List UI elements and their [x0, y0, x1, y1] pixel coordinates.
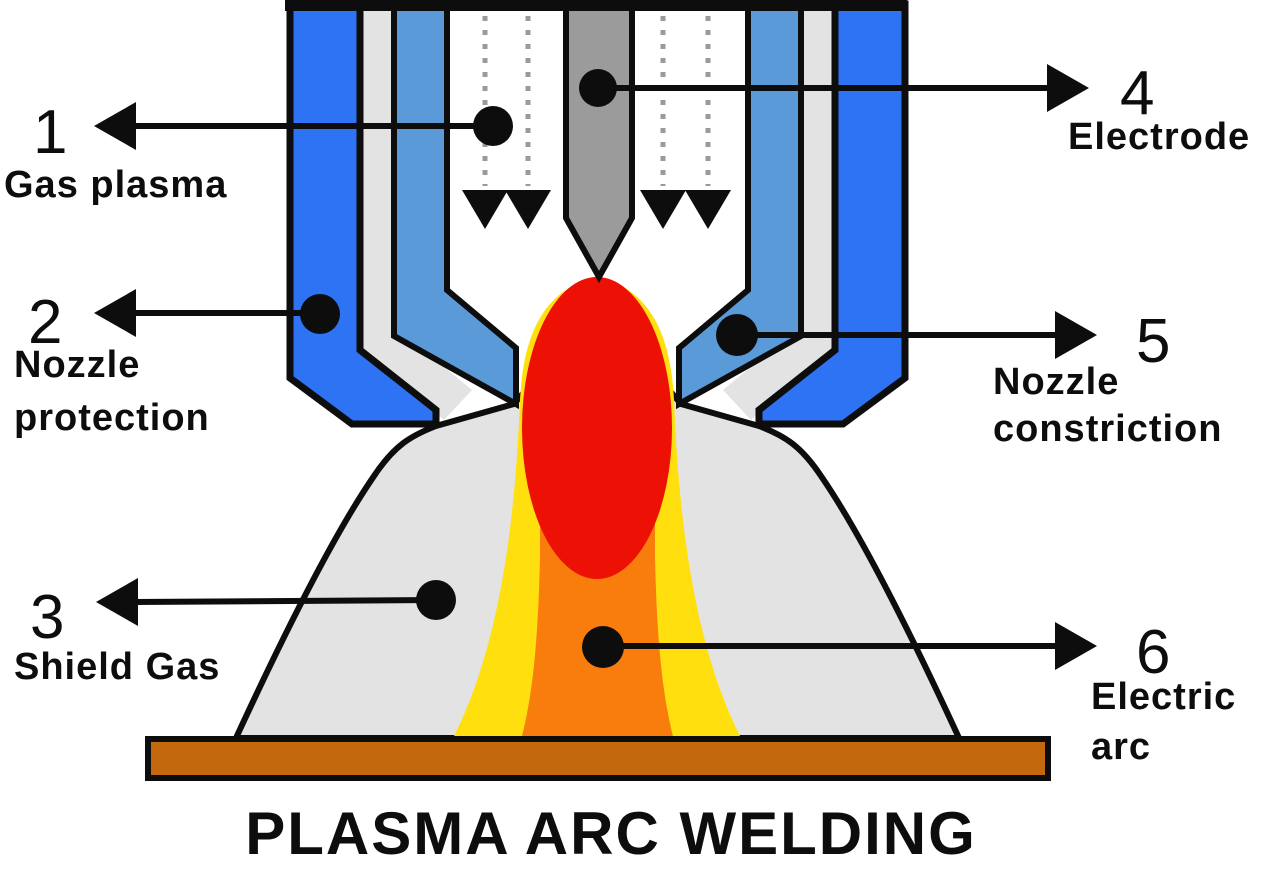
callout-dots [300, 69, 758, 668]
callout-label-electrode: Electrode [1068, 116, 1250, 158]
right-arrow-icon [1047, 64, 1089, 112]
point-marker-shield-gas [416, 580, 456, 620]
point-marker-gas-plasma [473, 106, 513, 146]
left-arrow-icon [96, 578, 138, 626]
insulator-strip-right [723, 2, 838, 420]
callout-number-shield-gas: 3 [30, 583, 64, 652]
callout-label-nozzle-protection-1: Nozzle [14, 344, 140, 386]
left-arrow-icon [94, 102, 136, 150]
callout-number-nozzle-protection: 2 [28, 288, 62, 357]
callout-leaders [132, 85, 1057, 649]
callout-arrowheads [94, 64, 1097, 670]
callout-label-electric-arc-1: Electric [1091, 676, 1236, 718]
callout-number-electrode: 4 [1120, 59, 1154, 128]
down-arrow-icon [685, 190, 731, 229]
callout-label-nozzle-constriction-1: Nozzle [993, 361, 1119, 403]
point-marker-electrode [579, 69, 617, 107]
callout-number-gas-plasma: 1 [33, 98, 67, 167]
down-arrow-icon [505, 190, 551, 229]
callout-label-nozzle-constriction-2: constriction [993, 408, 1222, 450]
left-arrow-icon [94, 289, 136, 337]
callout-label-electric-arc-2: arc [1091, 726, 1151, 768]
down-arrow-icon [462, 190, 508, 229]
torch-top-cap [285, 0, 907, 11]
gas-flow-lines [482, 16, 711, 186]
diagram-title: PLASMA ARC WELDING [245, 800, 977, 867]
callout-number-nozzle-constriction: 5 [1136, 307, 1170, 376]
right-arrow-icon [1055, 622, 1097, 670]
point-marker-nozzle-constriction [716, 314, 758, 356]
leader-line-shield-gas [133, 597, 437, 605]
plasma-core [522, 277, 672, 579]
workpiece-plate [145, 736, 1051, 781]
gas-flow-arrowheads [462, 190, 731, 229]
callout-label-shield-gas: Shield Gas [14, 646, 220, 688]
down-arrow-icon [640, 190, 686, 229]
point-marker-nozzle-protection [300, 294, 340, 334]
right-arrow-icon [1055, 311, 1097, 359]
nozzle-protection-right [755, 0, 909, 428]
callout-label-gas-plasma: Gas plasma [4, 164, 227, 206]
point-marker-electric-arc [582, 626, 624, 668]
callout-label-nozzle-protection-2: protection [14, 397, 210, 439]
electrode-rod [563, 3, 635, 284]
callout-number-electric-arc: 6 [1136, 618, 1170, 687]
insulator-strip-left [357, 2, 472, 420]
